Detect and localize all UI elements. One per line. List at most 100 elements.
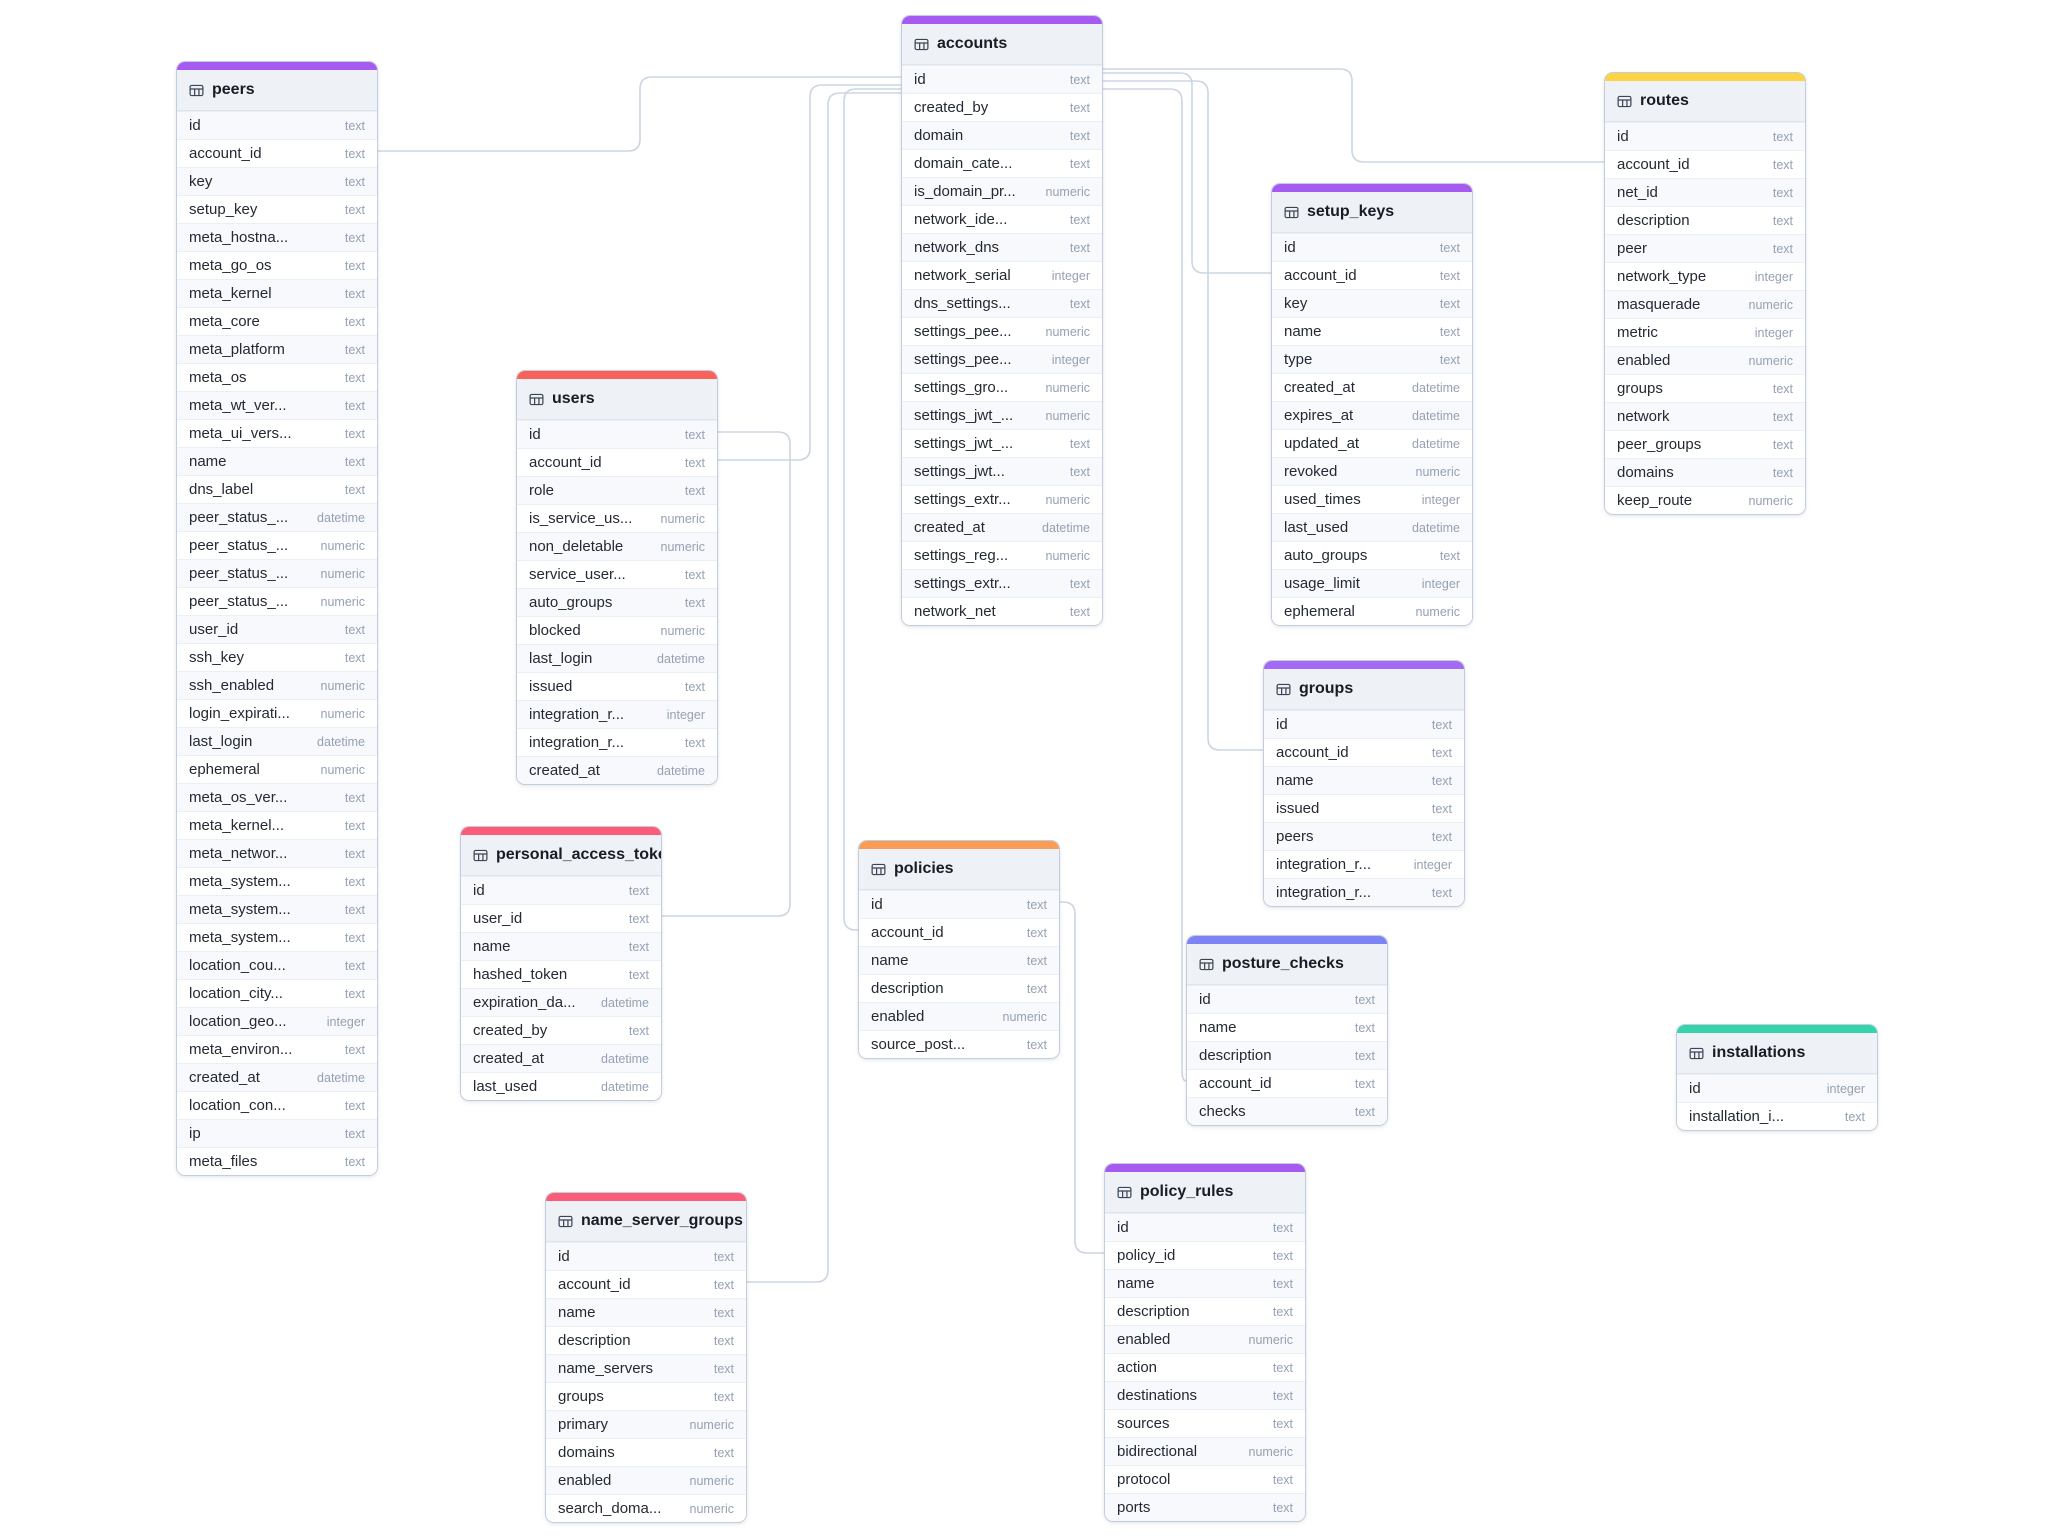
field-row[interactable]: location_con...text bbox=[177, 1091, 377, 1119]
field-row[interactable]: network_ide...text bbox=[902, 205, 1102, 233]
table-personal_access_tokens[interactable]: personal_access_tokensidtextuser_idtextn… bbox=[460, 826, 662, 1101]
field-row[interactable]: peer_status_...numeric bbox=[177, 559, 377, 587]
field-row[interactable]: dns_settings...text bbox=[902, 289, 1102, 317]
field-row[interactable]: source_post...text bbox=[859, 1030, 1059, 1058]
field-row[interactable]: meta_system...text bbox=[177, 923, 377, 951]
field-row[interactable]: login_expirati...numeric bbox=[177, 699, 377, 727]
field-row[interactable]: peer_status_...datetime bbox=[177, 503, 377, 531]
table-header-routes[interactable]: routes bbox=[1605, 81, 1805, 122]
field-row[interactable]: settings_gro...numeric bbox=[902, 373, 1102, 401]
field-row[interactable]: settings_jwt...text bbox=[902, 457, 1102, 485]
field-row[interactable]: meta_kernel...text bbox=[177, 811, 377, 839]
field-row[interactable]: settings_pee...integer bbox=[902, 345, 1102, 373]
field-row[interactable]: integration_r...text bbox=[1264, 878, 1464, 906]
table-header-personal_access_tokens[interactable]: personal_access_tokens bbox=[461, 835, 661, 876]
table-header-posture_checks[interactable]: posture_checks bbox=[1187, 944, 1387, 985]
table-header-peers[interactable]: peers bbox=[177, 70, 377, 111]
field-row[interactable]: meta_os_ver...text bbox=[177, 783, 377, 811]
table-header-users[interactable]: users bbox=[517, 379, 717, 420]
field-row[interactable]: integration_r...integer bbox=[1264, 850, 1464, 878]
table-header-policies[interactable]: policies bbox=[859, 849, 1059, 890]
field-row[interactable]: expiration_da...datetime bbox=[461, 988, 661, 1016]
field-row[interactable]: installation_i...text bbox=[1677, 1102, 1877, 1130]
field-row[interactable]: location_geo...integer bbox=[177, 1007, 377, 1035]
field-row[interactable]: meta_environ...text bbox=[177, 1035, 377, 1063]
field-row[interactable]: integration_r...integer bbox=[517, 700, 717, 728]
field-row[interactable]: settings_jwt_...text bbox=[902, 429, 1102, 457]
field-row[interactable]: meta_networ...text bbox=[177, 839, 377, 867]
field-row[interactable]: is_domain_pr...numeric bbox=[902, 177, 1102, 205]
